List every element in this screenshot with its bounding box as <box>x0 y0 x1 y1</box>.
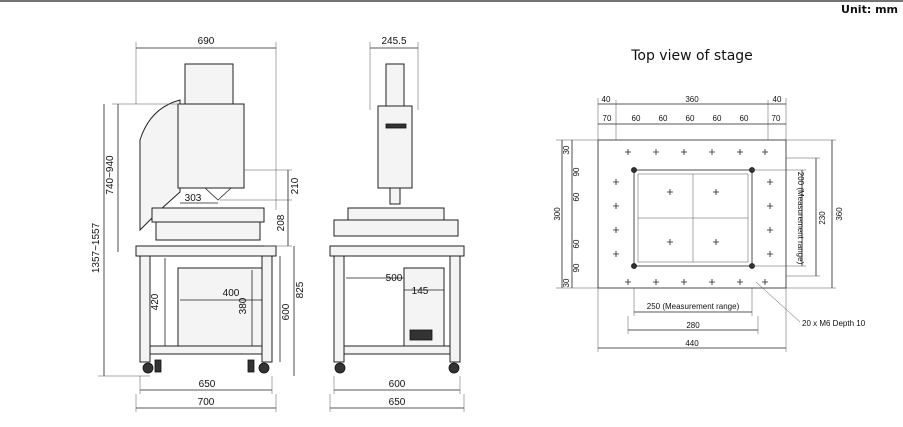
stage-row-60: 60 <box>572 239 581 248</box>
side-caster-right <box>448 362 460 374</box>
stage-bottom-280: 280 <box>686 321 700 330</box>
stage-col-70-right: 70 <box>772 114 781 123</box>
front-view: 690 740~940 1357~1557 303 210 208 420 40… <box>91 36 306 412</box>
stage-measurement-area <box>633 169 753 267</box>
stage-row-30-top: 30 <box>562 145 571 154</box>
front-head-body <box>177 103 245 189</box>
stage-col-60: 60 <box>713 114 722 123</box>
side-caster-left <box>334 362 346 374</box>
front-lens <box>204 187 232 201</box>
side-column-top <box>385 63 405 107</box>
dim-380-label: 380 <box>238 297 249 314</box>
stage-col-70-left: 70 <box>603 114 612 123</box>
stage-title: Top view of stage <box>630 48 753 64</box>
side-stage-top <box>347 207 445 221</box>
front-caster-right <box>258 362 270 374</box>
front-bottom-bar <box>149 345 263 355</box>
stage-bottom-440: 440 <box>685 339 699 348</box>
front-leg-right <box>261 255 273 363</box>
dim-1357-1557-label: 1357~1557 <box>91 222 102 273</box>
front-cabinet <box>177 267 263 347</box>
front-caster-left <box>142 362 154 374</box>
stage-corner-hole <box>631 263 637 269</box>
dim-210-label: 210 <box>290 177 301 194</box>
stage-corner-hole <box>631 167 637 173</box>
dim-700-label: 700 <box>198 397 215 408</box>
hole-note-leader <box>755 281 801 323</box>
stage-row-60: 60 <box>572 192 581 201</box>
side-stage-base <box>333 219 459 237</box>
stage-col-60: 60 <box>686 114 695 123</box>
stage-col-60: 60 <box>659 114 668 123</box>
dim-650-front-label: 650 <box>199 379 216 390</box>
dim-420-label: 420 <box>150 293 161 310</box>
stage-col-60: 60 <box>632 114 641 123</box>
stage-top-360: 360 <box>685 95 699 104</box>
side-controller-panel <box>409 329 433 341</box>
dim-600-side-label: 600 <box>389 379 406 390</box>
dim-245-5-label: 245.5 <box>381 36 406 47</box>
side-head-body <box>377 105 413 189</box>
stage-top-40-right: 40 <box>773 95 782 104</box>
dim-400-label: 400 <box>223 288 240 299</box>
unit-label: Unit: mm <box>841 3 898 16</box>
stage-row-90-top: 90 <box>572 167 581 176</box>
stage-row-30-bottom: 30 <box>562 278 571 287</box>
dim-500-label: 500 <box>386 273 403 284</box>
side-bottom-bar <box>343 345 451 355</box>
dim-208-label: 208 <box>276 214 287 231</box>
stage-outer-plate <box>597 139 787 289</box>
dim-690-label: 690 <box>198 36 215 47</box>
stage-bottom-range: 250 (Measurement range) <box>647 302 740 311</box>
dim-825-label: 825 <box>295 281 306 298</box>
stage-top-view: Top view of stage <box>553 48 866 352</box>
front-stage-base <box>155 221 261 241</box>
side-view: 245.5 500 145 600 650 <box>329 36 465 412</box>
front-foot-right <box>247 359 255 373</box>
stage-top-40-left: 40 <box>602 95 611 104</box>
dim-600-label: 600 <box>281 303 292 320</box>
dim-740-940-label: 740~940 <box>105 155 116 195</box>
front-foot-left <box>154 359 162 373</box>
dim-303-label: 303 <box>185 193 202 204</box>
side-leg-right <box>449 255 461 363</box>
stage-right-range: 200 (Measurement range) <box>796 172 805 265</box>
hole-note: 20 x M6 Depth 10 <box>802 319 866 328</box>
front-stage-top <box>151 207 265 223</box>
dim-145-label: 145 <box>412 286 429 297</box>
front-leg-left <box>139 255 151 363</box>
side-table-top <box>329 245 465 257</box>
side-leg-left <box>333 255 345 363</box>
dim-650-side-label: 650 <box>389 397 406 408</box>
stage-right-360: 360 <box>835 207 844 221</box>
front-column-head <box>184 63 234 109</box>
stage-row-90-bottom: 90 <box>572 263 581 272</box>
side-lens <box>389 187 401 205</box>
stage-right-230: 230 <box>818 211 827 225</box>
side-logo-plate <box>385 123 407 129</box>
stage-left-300: 300 <box>553 207 562 221</box>
stage-col-60: 60 <box>740 114 749 123</box>
front-table-top <box>135 245 277 257</box>
stage-tapped-holes <box>613 149 773 285</box>
